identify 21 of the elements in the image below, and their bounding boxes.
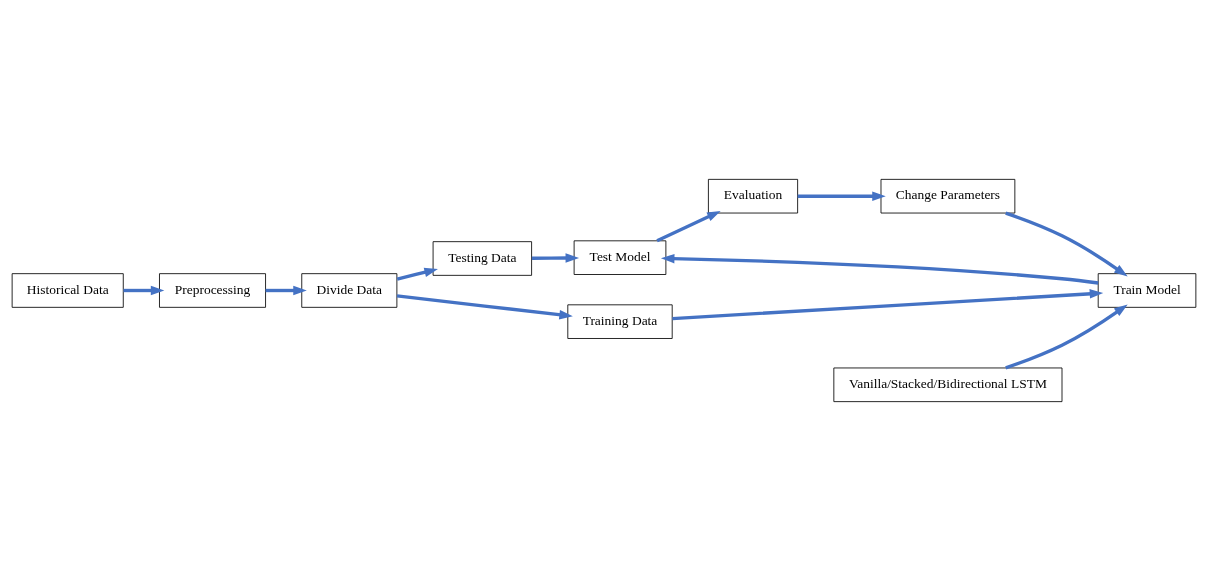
arrow [396,267,438,281]
arrow [1005,304,1128,370]
arrow [265,285,307,296]
arrow [672,289,1104,321]
node-box: Vanilla/Stacked/Bidirectional LSTM [833,367,1063,403]
node-box: Change Parameters [880,178,1016,214]
arrow [396,294,573,320]
node-box: Evaluation [708,178,799,214]
arrow [1005,211,1128,277]
node-box: Test Model [573,240,667,275]
arrow [797,191,886,201]
node-box: Divide Data [301,273,398,308]
arrow [656,210,721,243]
arrow [531,253,580,263]
node-box: Preprocessing [159,273,266,308]
node-box: Training Data [567,304,673,339]
node-box: Train Model [1097,273,1197,308]
node-box: Testing Data [432,241,532,276]
node-box: Historical Data [11,273,124,308]
arrow [660,253,1099,285]
arrow [123,285,165,296]
